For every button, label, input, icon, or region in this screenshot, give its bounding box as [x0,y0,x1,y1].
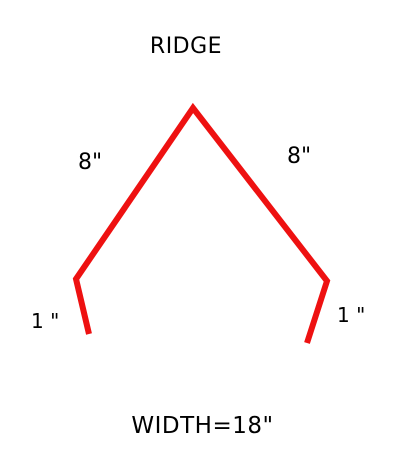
right-hem-label: 1 " [337,303,366,327]
width-label: WIDTH=18" [131,413,274,439]
ridge-profile-line [72,102,331,344]
left-hem-label: 1 " [31,309,60,333]
left-slope-label: 8" [78,150,103,175]
right-slope-label: 8" [287,144,312,169]
diagram-title: RIDGE [149,34,223,59]
